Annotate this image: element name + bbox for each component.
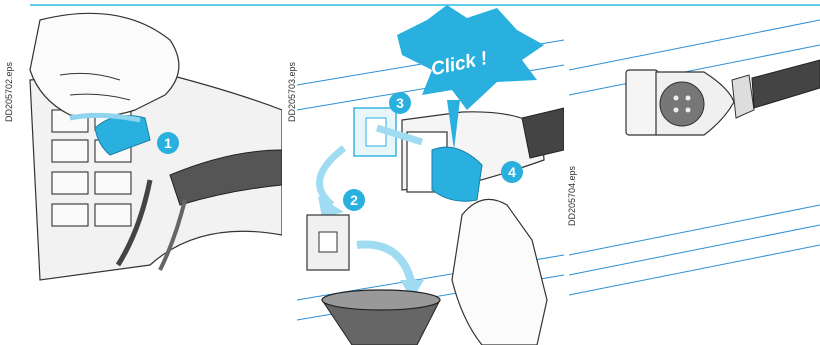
panel-3-illustration [564,0,820,345]
discard-arrow [357,245,412,286]
cable-gland [732,75,754,118]
connector-plug [626,70,658,135]
cable [752,60,820,108]
panel-2-illustration: Click ! 2 3 4 [282,0,564,345]
step-number: 1 [164,135,172,151]
panel-1-illustration: 1 [0,0,282,345]
connector-face [660,82,704,126]
mounting-rails [569,20,820,295]
step-number: 2 [350,192,358,208]
cable [522,108,564,158]
panel-step-2-4: DD205703.eps Click ! [282,0,564,345]
cover-window [319,232,337,252]
panel-result: DD205704.eps [564,0,820,345]
step-number: 3 [396,95,404,111]
step-number: 4 [508,164,516,180]
basket-rim [322,290,440,310]
panel-step-1: DD205702.eps 1 [0,0,282,345]
arrow-2 [320,148,345,205]
hand-outline [452,199,547,345]
